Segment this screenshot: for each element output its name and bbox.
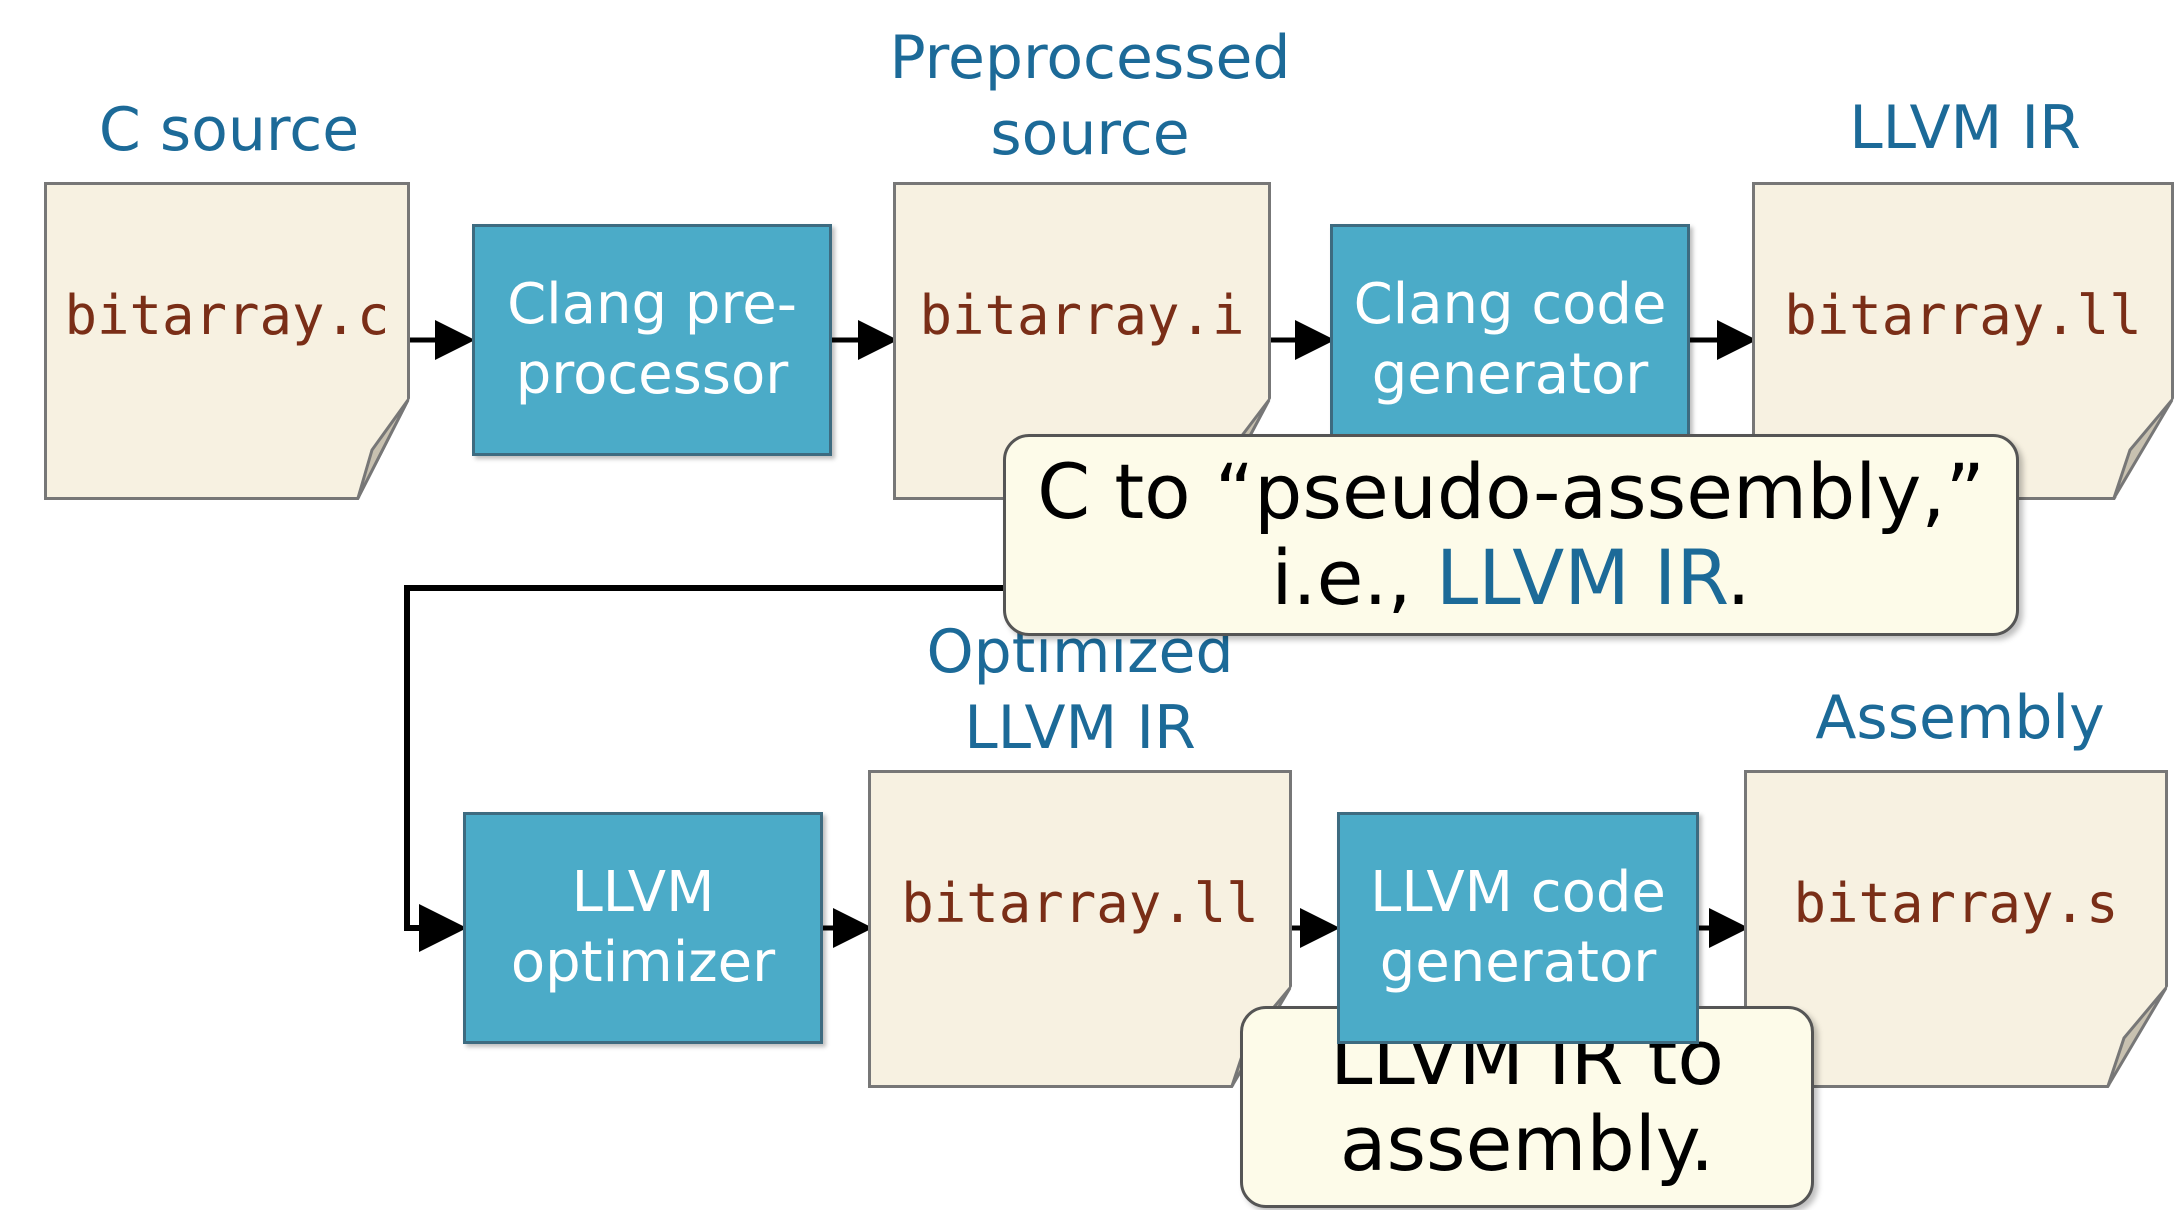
- callout-llvm-line2: assembly.: [1339, 1099, 1715, 1188]
- process-clang-code-generator: Clang code generator: [1330, 224, 1690, 456]
- file-bitarray-c: [44, 182, 410, 500]
- process-optimizer-line2: optimizer: [510, 930, 776, 995]
- process-clang-codegen-line2: generator: [1371, 342, 1649, 407]
- callout-ir-to-assembly: LLVM IR to assembly.: [1240, 1006, 1814, 1208]
- label-optimized-llvm-ir: Optimized LLVM IR: [840, 614, 1320, 766]
- page-fold-icon: [2106, 987, 2168, 1087]
- filename-bitarray-i: bitarray.i: [919, 284, 1245, 347]
- label-preprocessed-line1: Preprocessed: [889, 23, 1291, 93]
- process-optimizer-line1: LLVM: [571, 860, 715, 925]
- filename-bitarray-ll-optimized: bitarray.ll: [901, 872, 1259, 935]
- filename-bitarray-s: bitarray.s: [1793, 872, 2119, 935]
- process-llvm-optimizer: LLVM optimizer: [463, 812, 823, 1044]
- file-bitarray-s: [1744, 770, 2168, 1088]
- page-fold-icon: [2112, 399, 2174, 499]
- process-llvm-codegen-front-line1: LLVM code: [1370, 860, 1666, 925]
- filename-bitarray-c: bitarray.c: [64, 284, 390, 347]
- label-c-source: C source: [98, 95, 360, 165]
- callout-clang-to-ir: C to “pseudo-assembly,” i.e., LLVM IR.: [1003, 434, 2019, 636]
- process-preprocessor-line2: processor: [515, 342, 789, 407]
- callout-clang-line2: i.e., LLVM IR.: [1271, 533, 1751, 622]
- callout-clang-highlight: LLVM IR: [1435, 533, 1727, 622]
- process-clang-codegen-line1: Clang code: [1353, 272, 1667, 337]
- file-bitarray-ll-optimized: [868, 770, 1292, 1088]
- arrow-ll-to-optimizer: [404, 585, 1004, 952]
- label-preprocessed-line2: source: [990, 99, 1190, 169]
- label-preprocessed-source: Preprocessed source: [850, 20, 1330, 172]
- process-clang-preprocessor: Clang pre- processor: [472, 224, 832, 456]
- label-llvm-ir: LLVM IR: [1849, 93, 2081, 163]
- label-assembly: Assembly: [1815, 683, 2105, 753]
- process-llvm-codegen-front-line2: generator: [1379, 930, 1657, 995]
- callout-clang-line1: C to “pseudo-assembly,”: [1037, 447, 1985, 536]
- process-llvm-code-generator-front: LLVM code generator: [1337, 812, 1699, 1044]
- process-preprocessor-line1: Clang pre-: [507, 272, 797, 337]
- page-fold-icon: [356, 399, 410, 499]
- filename-bitarray-ll: bitarray.ll: [1784, 284, 2142, 347]
- label-optimized-line2: LLVM IR: [964, 693, 1196, 763]
